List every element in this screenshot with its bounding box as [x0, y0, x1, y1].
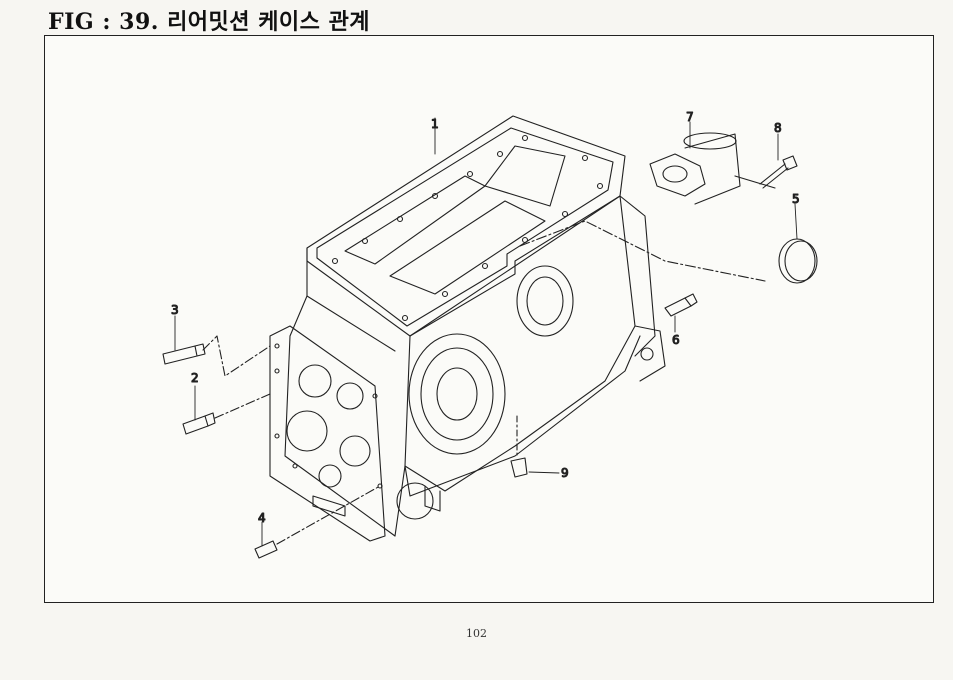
drain-plug	[510, 457, 528, 478]
callout-1: 1	[431, 117, 439, 131]
callout-4: 4	[258, 511, 266, 525]
leader-lines	[174, 117, 798, 547]
pin-4	[254, 540, 278, 559]
callout-9: 9	[561, 466, 569, 480]
transmission-case	[269, 115, 666, 542]
flanged-tube	[649, 132, 776, 205]
callout-8: 8	[774, 121, 782, 135]
exploded-parts-diagram: 1 2 3 4 5 6 7 8 9	[162, 109, 818, 559]
front-plate	[269, 325, 386, 542]
callout-5: 5	[792, 192, 800, 206]
stud-3	[162, 343, 206, 365]
callout-7: 7	[686, 110, 694, 124]
stud-6	[664, 293, 698, 317]
stud-2	[182, 412, 216, 435]
diagram-frame: 1 2 3 4 5 6 7 8 9	[44, 35, 934, 603]
callout-2: 2	[191, 371, 199, 385]
callout-3: 3	[171, 303, 179, 317]
page-number: 102	[466, 627, 487, 640]
figure-title: FIG : 39. 리어밋션 케이스 관계	[48, 9, 371, 35]
seal-ring	[778, 238, 818, 284]
callout-6: 6	[672, 333, 680, 347]
bolt-8	[759, 155, 798, 189]
